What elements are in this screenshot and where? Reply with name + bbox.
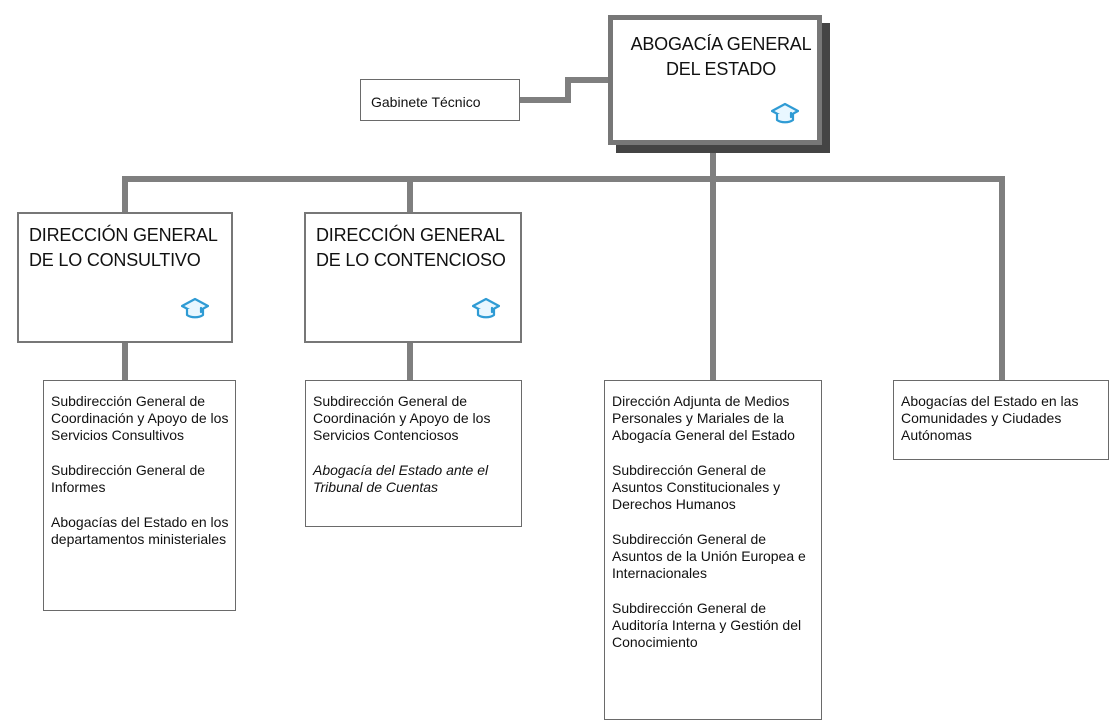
units-comunidades-autonomas: Abogacías del Estado en las Comunidades …	[893, 380, 1109, 460]
unit-abogacias-departamentos: Abogacías del Estado en los departamento…	[51, 514, 229, 547]
node-direccion-consultivo-title: DIRECCIÓN GENERAL DE LO CONSULTIVO	[29, 223, 218, 273]
connector-cabinet	[517, 77, 611, 103]
units-contencioso-list: Subdirección General de Coordinación y A…	[313, 393, 515, 514]
unit-subdireccion-asuntos-constitucionales: Subdirección General de Asuntos Constitu…	[612, 462, 781, 512]
node-direccion-contencioso-title-line-1: DIRECCIÓN GENERAL	[316, 225, 505, 245]
node-direccion-consultivo: DIRECCIÓN GENERAL DE LO CONSULTIVO	[17, 212, 233, 343]
unit-abogacia-tribunal-cuentas: Abogacía del Estado ante el Tribunal de …	[313, 462, 489, 495]
node-gabinete-tecnico-title: Gabinete Técnico	[371, 94, 481, 110]
unit-direccion-adjunta-medios: Dirección Adjunta de Medios Personales y…	[612, 393, 795, 443]
node-direccion-contencioso-title: DIRECCIÓN GENERAL DE LO CONTENCIOSO	[316, 223, 506, 273]
top-node-abogacia-general: ABOGACÍA GENERAL DEL ESTADO	[608, 15, 822, 145]
unit-subdireccion-informes: Subdirección General de Informes	[51, 462, 206, 495]
units-direccion-adjunta: Dirección Adjunta de Medios Personales y…	[604, 380, 822, 720]
unit-abogacias-comunidades: Abogacías del Estado en las Comunidades …	[901, 393, 1079, 443]
connector-group	[122, 77, 1005, 383]
units-contencioso: Subdirección General de Coordinación y A…	[305, 380, 522, 527]
units-consultivo: Subdirección General de Coordinación y A…	[43, 380, 236, 611]
node-direccion-consultivo-title-line-1: DIRECCIÓN GENERAL	[29, 225, 218, 245]
node-gabinete-tecnico: Gabinete Técnico	[360, 79, 520, 121]
graduation-cap-icon	[472, 297, 500, 319]
units-comunidades-autonomas-list: Abogacías del Estado en las Comunidades …	[901, 393, 1102, 462]
unit-subdireccion-coordinacion-contenciosos: Subdirección General de Coordinación y A…	[313, 393, 491, 443]
unit-subdireccion-auditoria: Subdirección General de Auditoría Intern…	[612, 600, 802, 650]
graduation-cap-icon	[771, 102, 799, 124]
graduation-cap-icon	[181, 297, 209, 319]
node-direccion-contencioso: DIRECCIÓN GENERAL DE LO CONTENCIOSO	[304, 212, 522, 343]
units-direccion-adjunta-list: Dirección Adjunta de Medios Personales y…	[612, 393, 815, 669]
unit-subdireccion-ue-internacionales: Subdirección General de Asuntos de la Un…	[612, 531, 806, 581]
top-node-title: ABOGACÍA GENERAL DEL ESTADO	[623, 32, 819, 82]
node-direccion-consultivo-title-line-2: DE LO CONSULTIVO	[29, 250, 201, 270]
top-node-title-line-2: DEL ESTADO	[665, 59, 777, 79]
unit-subdireccion-coordinacion-consultivos: Subdirección General de Coordinación y A…	[51, 393, 229, 443]
units-consultivo-list: Subdirección General de Coordinación y A…	[51, 393, 229, 566]
top-node-title-line-1: ABOGACÍA GENERAL	[630, 34, 812, 54]
node-direccion-contencioso-title-line-2: DE LO CONTENCIOSO	[316, 250, 506, 270]
